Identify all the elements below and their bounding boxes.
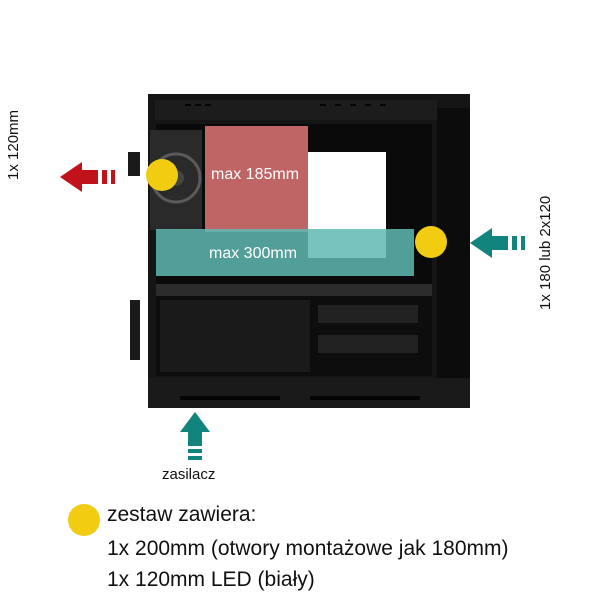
teal-zone bbox=[156, 229, 414, 276]
zone-red-label: max 185mm bbox=[211, 166, 300, 183]
yellow-dot-right bbox=[415, 226, 447, 258]
teal-intake-arrow-icon bbox=[470, 228, 525, 258]
legend-title: zestaw zawiera: bbox=[107, 503, 257, 526]
teal-psu-arrow-icon bbox=[180, 412, 210, 460]
left-fan-label: 1x 120mm bbox=[5, 109, 22, 180]
red-exhaust-arrow-icon bbox=[60, 162, 115, 192]
right-fan-label: 1x 180 lub 2x120 bbox=[537, 195, 554, 310]
zone-teal-label: max 300mm bbox=[209, 245, 298, 262]
yellow-dot-left bbox=[146, 159, 178, 191]
red-zone bbox=[205, 126, 308, 232]
legend-item-2: 1x 120mm LED (biały) bbox=[107, 568, 315, 591]
legend-item-1: 1x 200mm (otwory montażowe jak 180mm) bbox=[107, 537, 509, 560]
psu-label: zasilacz bbox=[162, 466, 216, 483]
legend-dot bbox=[68, 504, 100, 536]
